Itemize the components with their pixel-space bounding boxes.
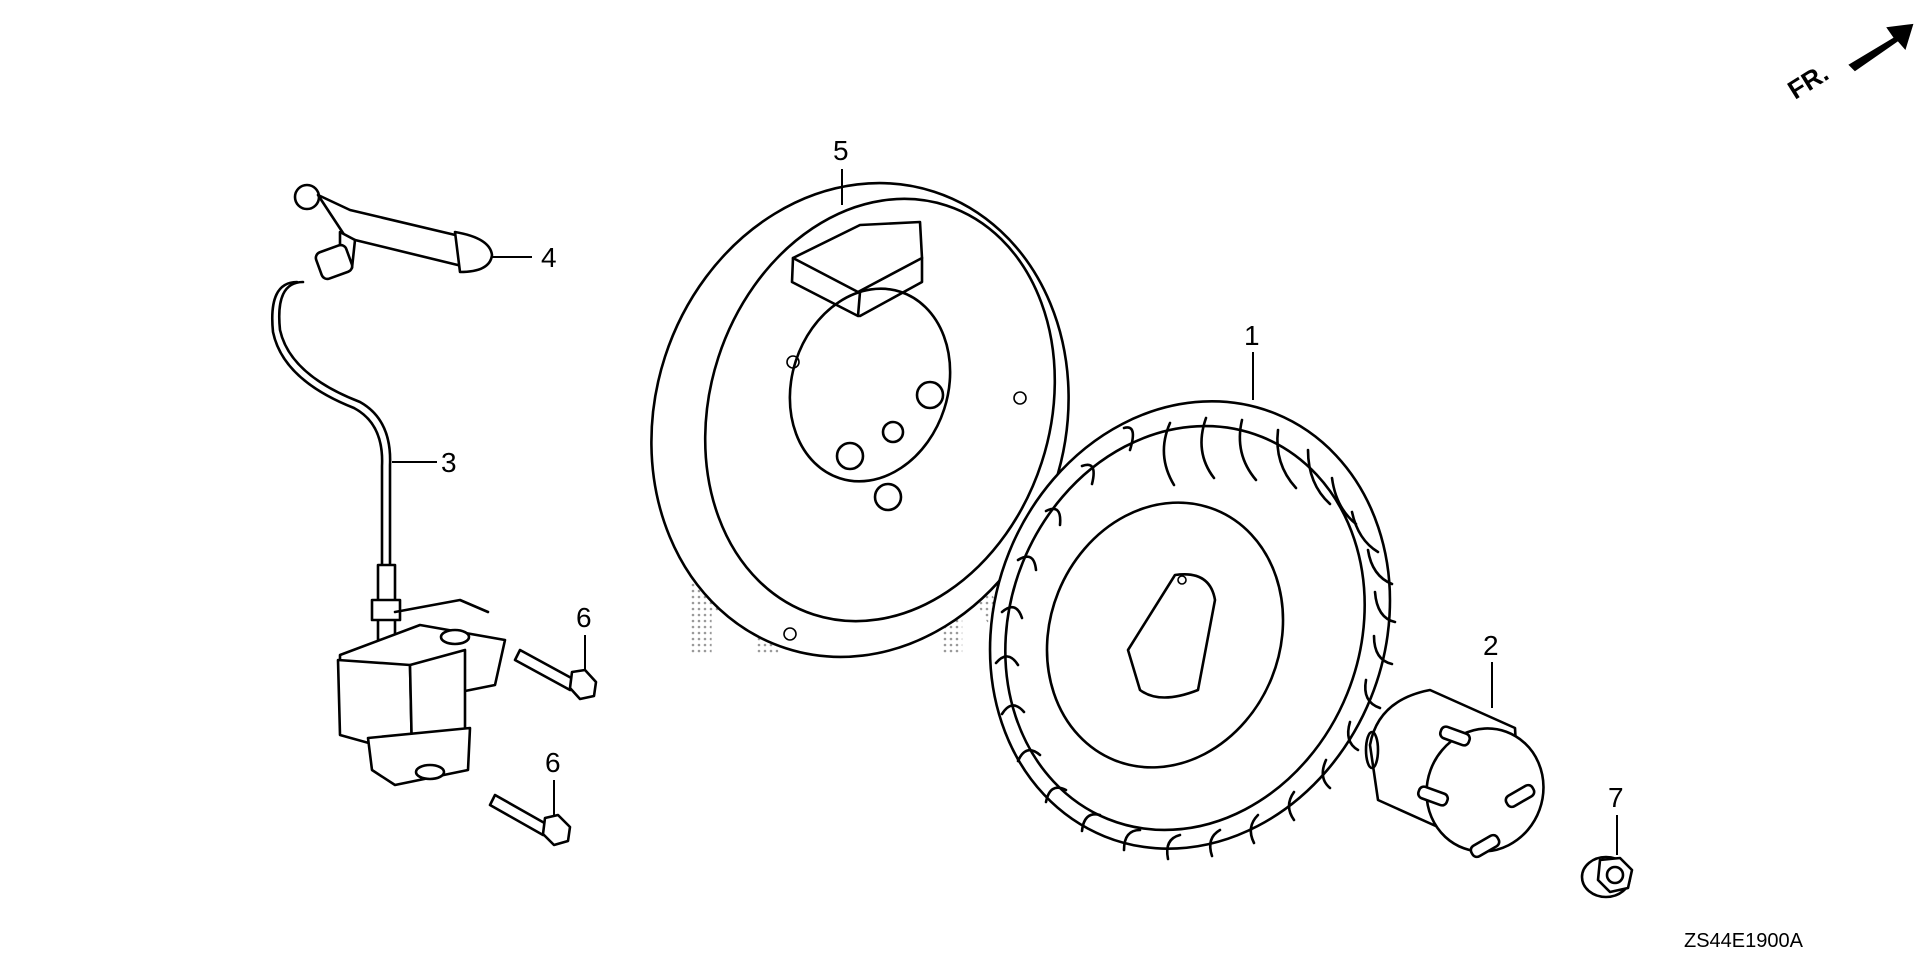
callout-4: 4 (541, 242, 557, 273)
callout-6-upper: 6 (576, 602, 592, 633)
spark-plug-cap (293, 183, 494, 281)
front-direction-marker: FR. (1782, 23, 1914, 105)
callout-2: 2 (1483, 630, 1499, 661)
flywheel-fan (988, 400, 1397, 861)
diagram-code: ZS44E1900A (1684, 930, 1804, 952)
callout-7: 7 (1608, 782, 1624, 813)
fan-blades (994, 416, 1397, 861)
coil-bolt-lower (488, 793, 572, 847)
ignition-coil (271, 280, 507, 787)
flange-nut (1580, 855, 1634, 899)
callout-3: 3 (441, 447, 457, 478)
leader-lines (392, 169, 1618, 855)
front-arrow-icon (1848, 23, 1914, 72)
coil-bolt-upper (513, 648, 598, 701)
front-direction-label: FR. (1782, 57, 1833, 105)
callout-6-lower: 6 (545, 747, 561, 778)
callout-5: 5 (833, 135, 849, 166)
starter-pulley (1364, 688, 1545, 859)
callout-1: 1 (1244, 320, 1260, 351)
